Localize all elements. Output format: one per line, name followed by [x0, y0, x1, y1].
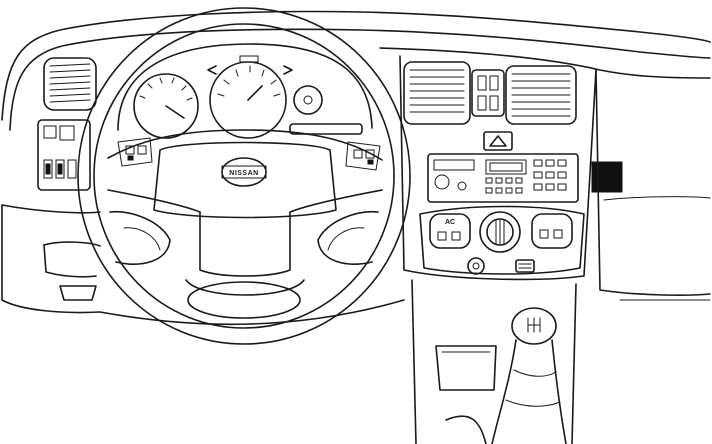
radio-head-unit: [427, 153, 579, 203]
floor-line: [99, 299, 405, 326]
lower-left-panel: [1, 204, 101, 314]
left-air-vent: [43, 57, 97, 111]
left-switch-panel: [37, 119, 91, 191]
center-console: AC: [399, 55, 623, 444]
climate-ac-label: AC: [445, 219, 455, 226]
steering-wheel-logo-text: NISSAN: [229, 170, 258, 177]
side-panel-block: [591, 161, 623, 193]
storage-tray: [435, 345, 497, 391]
gear-knob-icon: [511, 307, 557, 345]
hazard-triangle-icon: [489, 135, 507, 147]
dashboard-top-outline: [1, 10, 711, 131]
instrument-cluster: [117, 43, 373, 139]
right-spoke-buttons: [345, 141, 381, 171]
fuel-gauge: [293, 85, 323, 115]
tachometer-gauge: [133, 73, 199, 139]
fan-dial-icon: [479, 211, 521, 253]
climate-control-panel: AC: [419, 205, 585, 275]
gear-shifter: [491, 307, 567, 444]
hazard-switch: [483, 131, 513, 151]
center-air-vents: [403, 61, 577, 125]
turn-right-arrow-icon: [283, 65, 293, 75]
turn-left-arrow-icon: [207, 65, 217, 75]
right-dashboard-edge: [595, 69, 711, 301]
left-spoke-buttons: [117, 137, 153, 167]
steering-wheel: NISSAN: [77, 7, 411, 345]
